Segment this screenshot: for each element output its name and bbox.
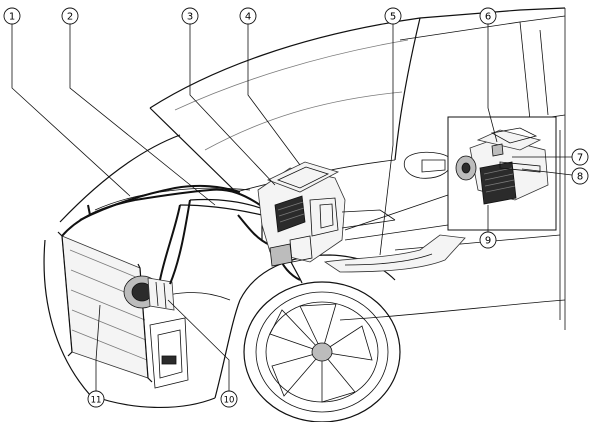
callout-1: 1 — [3, 7, 21, 25]
callout-label-5: 5 — [390, 12, 396, 23]
heater-air-conditioning-unit — [257, 161, 396, 267]
callout-circle — [3, 7, 21, 25]
callout-label-3: 3 — [187, 12, 193, 23]
front-wheel — [243, 281, 401, 422]
callout-circle — [479, 7, 497, 25]
callout-circle — [571, 148, 589, 166]
callout-label-9: 9 — [485, 236, 491, 247]
callout-label-10: 10 — [224, 396, 235, 406]
callout-4: 4 — [239, 7, 257, 25]
callout-label-2: 2 — [67, 12, 73, 23]
callout-5: 5 — [384, 7, 402, 25]
callout-label-11: 11 — [91, 396, 102, 406]
callout-circle — [479, 231, 497, 249]
callout-label-6: 6 — [485, 12, 491, 23]
callout-circle — [239, 7, 257, 25]
callout-6: 6 — [479, 7, 497, 25]
callout-8: 8 — [571, 167, 589, 185]
callout-10: 10 — [220, 390, 238, 408]
callout-circle — [181, 7, 199, 25]
callout-label-1: 1 — [9, 12, 15, 23]
rear-floor-duct — [323, 234, 466, 273]
callout-label-8: 8 — [577, 172, 583, 183]
callout-label-4: 4 — [245, 12, 251, 23]
callout-circle — [61, 7, 79, 25]
callout-circle — [384, 7, 402, 25]
callout-11: 11 — [87, 390, 105, 408]
callout-label-7: 7 — [577, 153, 583, 164]
compressor — [123, 199, 191, 311]
callout-2: 2 — [61, 7, 79, 25]
blower-unit-inset — [344, 116, 557, 241]
callout-7: 7 — [571, 148, 589, 166]
callout-leaders — [11, 24, 573, 391]
callout-circle — [87, 390, 105, 408]
callout-circle — [220, 390, 238, 408]
callout-3: 3 — [181, 7, 199, 25]
callout-circle — [571, 167, 589, 185]
callout-9: 9 — [479, 231, 497, 249]
